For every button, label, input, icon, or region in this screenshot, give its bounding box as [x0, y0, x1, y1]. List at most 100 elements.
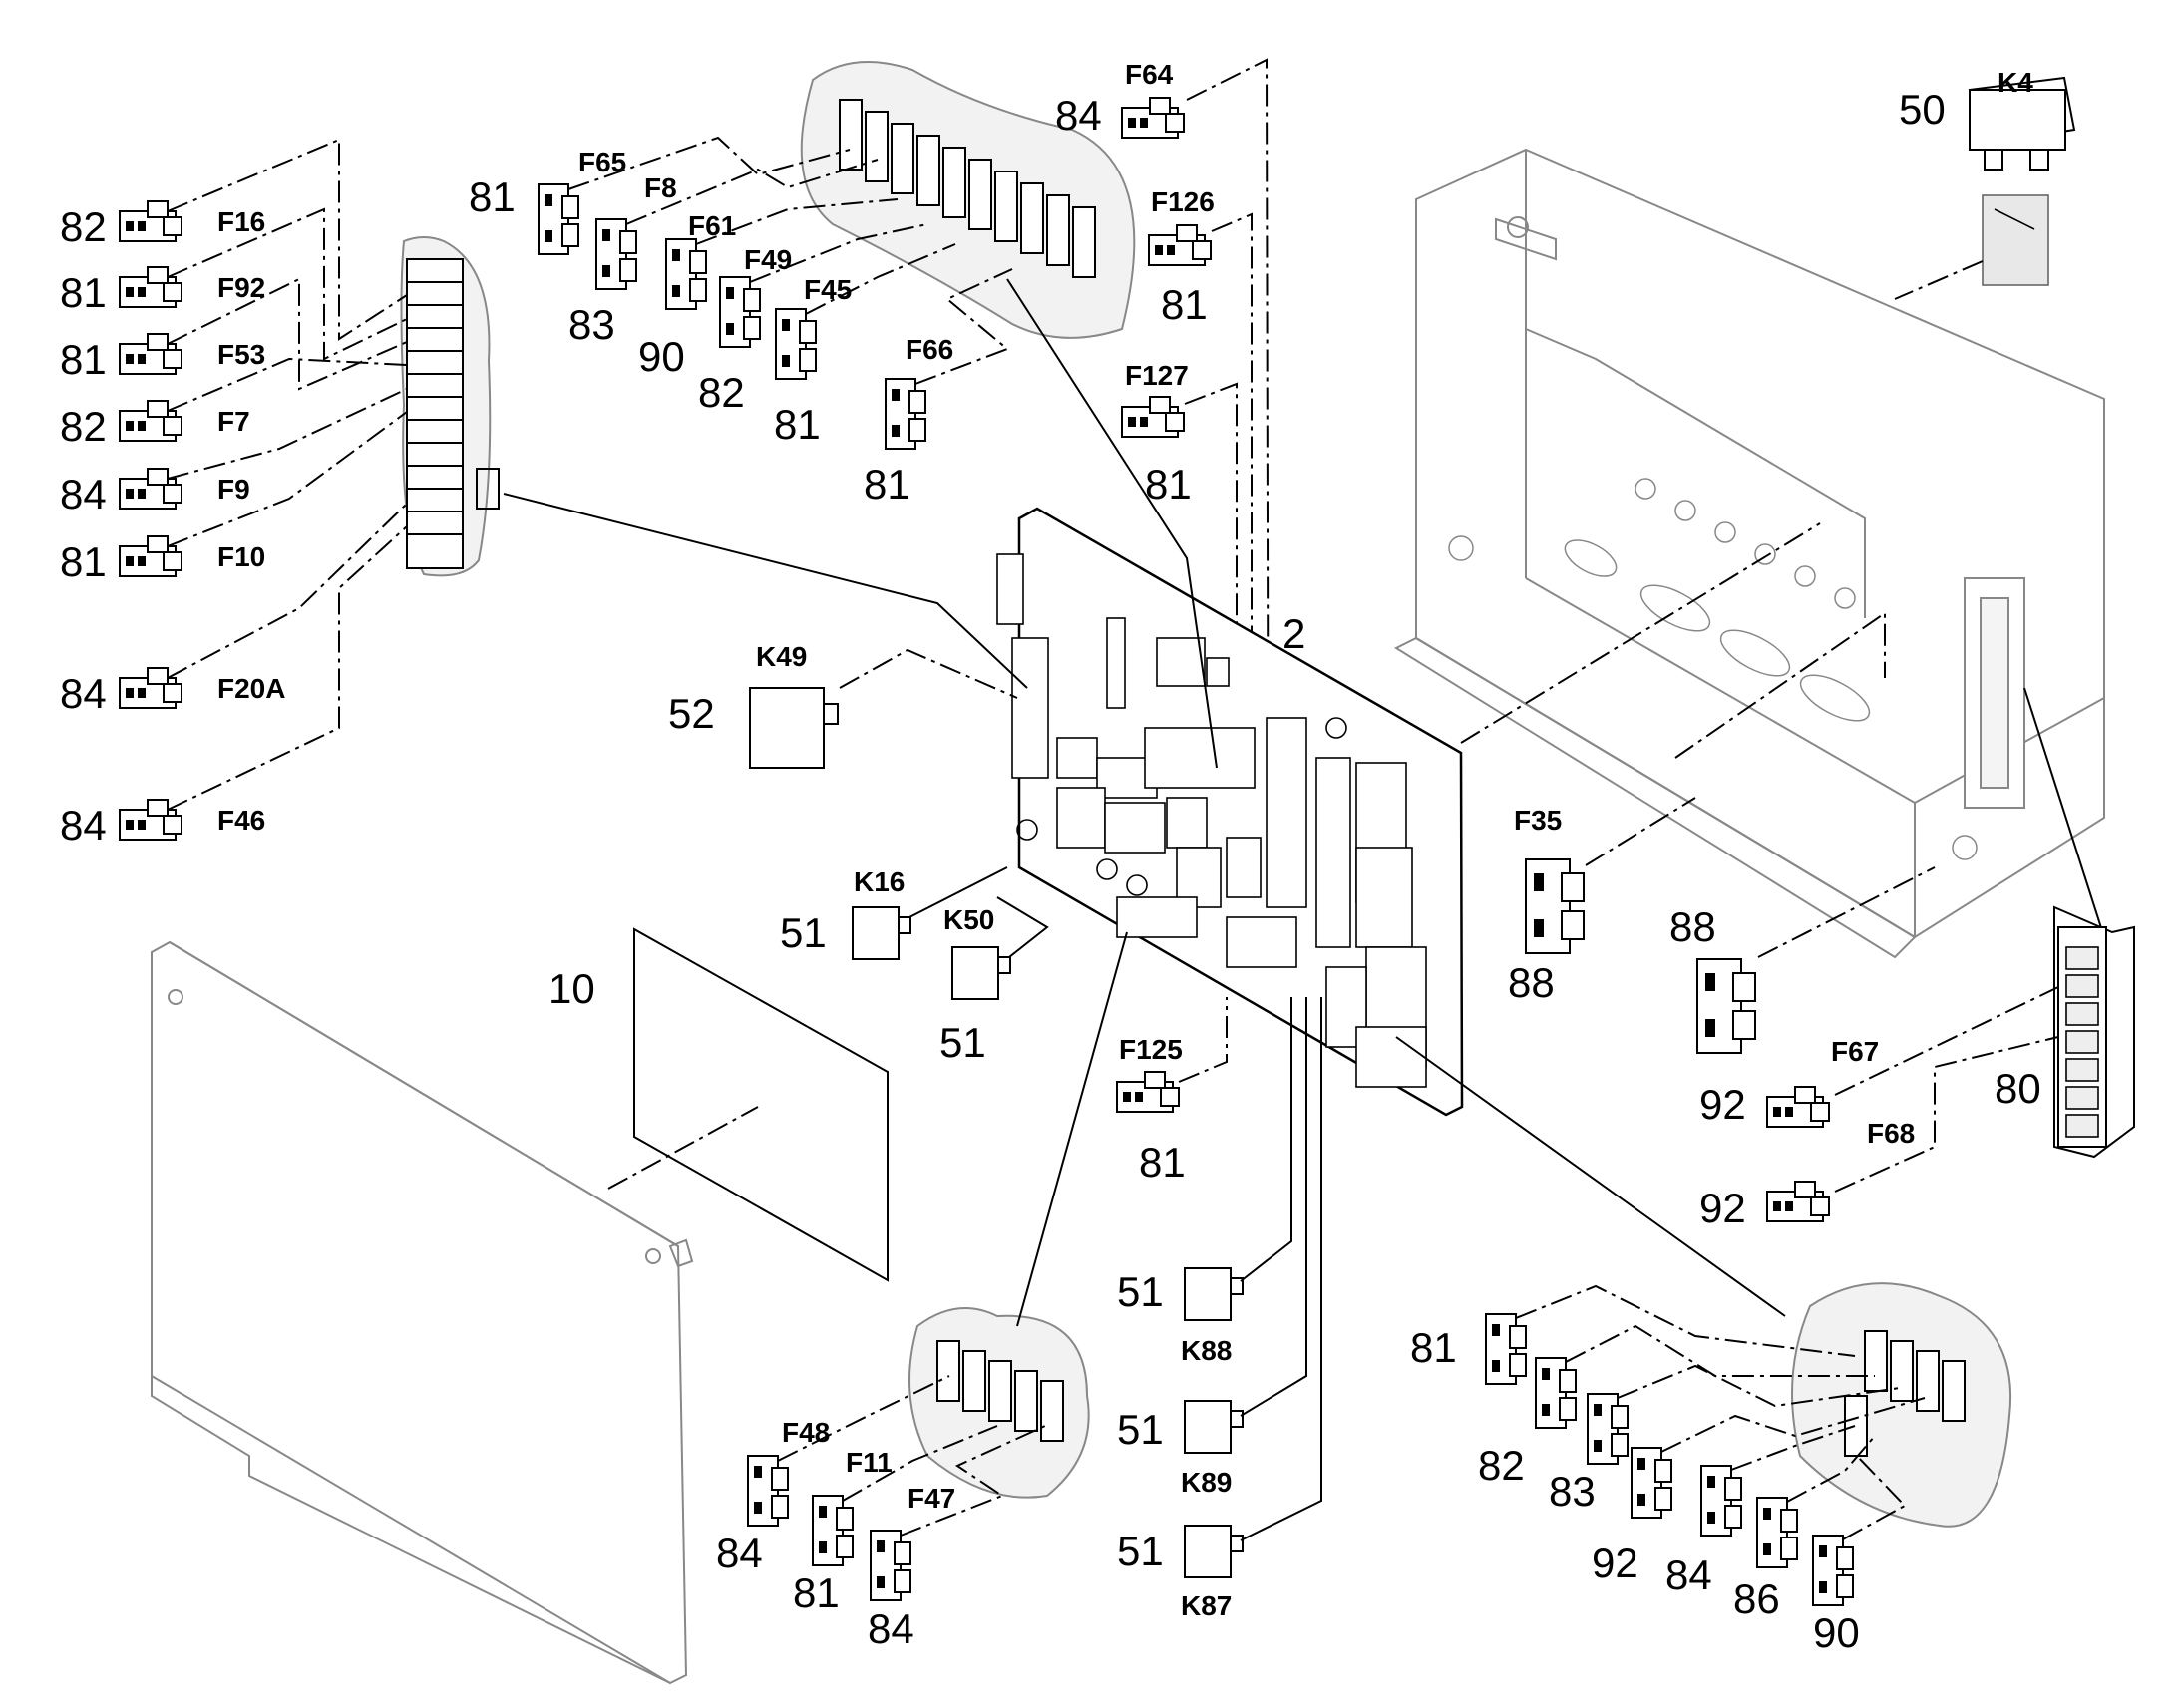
relay-tag-k87: K87	[1181, 1590, 1232, 1621]
k88-leader	[1240, 997, 1292, 1282]
left-fuse-num-5: 84	[60, 471, 107, 517]
fuse-tag-f35: F35	[1514, 805, 1562, 836]
left-fuse-group	[119, 200, 182, 841]
fuse-num-f127: 81	[1145, 461, 1192, 508]
left-fuse-tag-f7: F7	[217, 406, 250, 437]
fuse-tag-f125: F125	[1119, 1034, 1183, 1065]
top-fuse-num-f61: 90	[638, 333, 685, 380]
bottom-holder-leader	[1016, 931, 1128, 1327]
br-fuse-num-4: 92	[1592, 1539, 1638, 1586]
relay-k50	[951, 946, 1011, 1000]
left-fuse-tag-f92: F92	[217, 272, 265, 303]
top-fuse-tag-f61: F61	[688, 210, 736, 241]
br-fuse-num-1: 81	[1410, 1324, 1457, 1371]
fuse-holder-top	[800, 61, 1136, 339]
label-sheet	[633, 927, 889, 1282]
f67-f68-leaders	[1834, 986, 2059, 1193]
panel-num-10: 10	[548, 965, 595, 1012]
fuse-tag-f127: F127	[1125, 360, 1189, 391]
fuse-tag-f67: F67	[1831, 1036, 1879, 1067]
board-num: 2	[1282, 610, 1305, 657]
br-fuse-num-3: 83	[1549, 1468, 1596, 1515]
bottom-right-leaders	[1515, 1284, 1926, 1540]
left-fuse-tag-f20a: F20A	[217, 673, 285, 704]
relay-k49	[749, 687, 839, 769]
relay-num-k4: 50	[1899, 86, 1946, 133]
fuse-num-f35: 88	[1508, 959, 1555, 1006]
fuse-tag-f11: F11	[846, 1447, 893, 1478]
cover-panel	[151, 940, 694, 1685]
left-fuse-num-2: 81	[60, 269, 107, 316]
relay-k89	[1184, 1400, 1244, 1454]
k89-leader	[1240, 997, 1307, 1417]
relay-k88	[1184, 1267, 1244, 1321]
left-fuse-num-7: 84	[60, 670, 107, 717]
large-fuse-f35	[1525, 858, 1585, 954]
top-fuse-num-f65: 81	[469, 173, 516, 220]
fuse-holder-left	[400, 236, 500, 577]
fuse-tag-f48: F48	[782, 1417, 830, 1448]
relay-tag-k49: K49	[756, 641, 807, 672]
fuse-tag-f68: F68	[1867, 1118, 1915, 1149]
relay-k4	[1968, 76, 2076, 286]
relay-k16	[852, 906, 911, 960]
top-fuse-tag-f66: F66	[906, 334, 953, 365]
k87-leader	[1240, 997, 1322, 1541]
top-fuse-num-f66: 81	[864, 461, 910, 508]
relay-num-k50: 51	[939, 1019, 986, 1066]
fuse-num-f48: 84	[716, 1530, 763, 1576]
left-fuse-tag-f53: F53	[217, 339, 265, 370]
br-fuse-num-7: 90	[1813, 1609, 1860, 1656]
relay-tag-k89: K89	[1181, 1467, 1232, 1498]
top-fuse-num-f45: 81	[774, 401, 821, 448]
left-leader-lines	[167, 138, 408, 811]
fuse-tag-f64: F64	[1125, 59, 1174, 90]
fuse-num-f125: 81	[1139, 1139, 1186, 1186]
left-fuse-num-4: 82	[60, 403, 107, 450]
relay-num-k49: 52	[668, 690, 715, 737]
top-fuse-num-f8: 83	[568, 301, 615, 348]
k4-leader	[1894, 260, 1984, 300]
block-num-80: 80	[1995, 1065, 2041, 1112]
bottom-right-leader	[1395, 1036, 1786, 1317]
relay-num-k16: 51	[780, 909, 827, 956]
k49-leader	[839, 648, 1018, 699]
left-fuse-tag-f16: F16	[217, 206, 265, 237]
relay-num-k88: 51	[1117, 1268, 1164, 1315]
fuse-num-f68: 92	[1699, 1185, 1746, 1231]
fuses-f67-f68	[1766, 1086, 1830, 1222]
fuse-holder-bottom	[908, 1307, 1090, 1499]
large-fuse-88	[1696, 958, 1756, 1054]
fuse-num-f64: 84	[1055, 92, 1102, 139]
enclosure-leaders	[1460, 522, 1936, 958]
relay-num-k87: 51	[1117, 1528, 1164, 1574]
k16-leader	[908, 866, 1008, 918]
br-fuse-num-2: 82	[1478, 1442, 1525, 1489]
top-fuse-num-f49: 82	[698, 369, 745, 416]
fuse-num-f47: 84	[868, 1605, 914, 1652]
left-fuse-tag-f10: F10	[217, 541, 265, 572]
fuse-num-f11: 81	[793, 1569, 840, 1616]
br-fuse-num-6: 86	[1733, 1575, 1780, 1622]
left-fuse-num-3: 81	[60, 336, 107, 383]
k50-leader	[996, 896, 1049, 958]
holder-board-leaders	[503, 278, 1218, 769]
left-fuse-tag-f46: F46	[217, 805, 265, 836]
left-fuse-num-1: 82	[60, 203, 107, 250]
enclosure-box	[1393, 148, 2105, 959]
fuse-tag-f47: F47	[908, 1483, 955, 1514]
bottom-centre-leaders	[777, 1375, 1046, 1537]
left-fuse-tag-f9: F9	[217, 474, 250, 505]
top-leader-lines	[567, 136, 1013, 385]
left-fuse-num-6: 81	[60, 538, 107, 585]
top-fuse-tag-f49: F49	[744, 244, 792, 275]
label-leader	[607, 1106, 759, 1190]
relay-num-k89: 51	[1117, 1406, 1164, 1453]
top-fuse-tag-f45: F45	[804, 274, 852, 305]
relay-tag-k4: K4	[1998, 67, 2033, 98]
top-fuse-tag-f65: F65	[578, 147, 626, 177]
fuse-num-f126: 81	[1161, 281, 1208, 328]
br-fuse-num-5: 84	[1665, 1551, 1712, 1598]
block-leader	[2023, 687, 2105, 938]
